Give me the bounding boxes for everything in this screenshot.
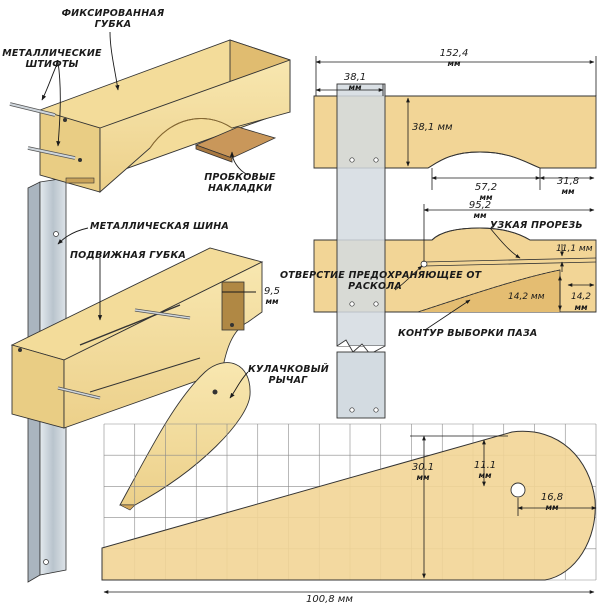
dim-38-1-width: 38,1 мм [330, 72, 380, 92]
plan-dimension-lines [315, 56, 597, 311]
label-cam-lever-line1: КУЛАЧКОВЫЙ [248, 364, 329, 375]
dim-31-8-unit: мм [561, 187, 575, 196]
label-cork-pads-line1: ПРОБКОВЫЕ [204, 172, 276, 183]
template-dimension-lines [103, 435, 597, 594]
cam-profile [101, 430, 596, 581]
dim-30-1: 30.1 мм [408, 462, 438, 482]
dim-11-1-hole-value: 11.1 [473, 460, 497, 471]
label-narrow-slot: УЗКАЯ ПРОРЕЗЬ [490, 220, 583, 231]
dim-57-2-unit: мм [479, 193, 493, 202]
dim-9-5: 9,5 мм [252, 286, 292, 306]
dim-9-5-value: 9,5 [264, 286, 280, 297]
label-cork-pads: ПРОБКОВЫЕ НАКЛАДКИ [200, 172, 280, 194]
movable-jaw-pins [57, 308, 191, 400]
dim-11-1-hole-unit: мм [478, 471, 492, 480]
dim-38-1-height: 38,1 мм [412, 122, 453, 133]
label-pins: МЕТАЛЛИЧЕСКИЕ ШТИФТЫ [2, 48, 102, 70]
label-fixed-jaw-line2: ГУБКА [94, 19, 132, 30]
label-cork-pads-line2: НАКЛАДКИ [207, 183, 273, 194]
dim-16-8-value: 16,8 [540, 492, 564, 503]
cork-pads-3d [194, 126, 277, 163]
dim-152-4-unit: мм [447, 59, 461, 68]
dim-38-1-width-value: 38,1 [343, 72, 367, 83]
dim-95-2: 95,2 мм [460, 200, 500, 220]
label-pins-line2: ШТИФТЫ [25, 59, 79, 70]
dim-14-2-width-value: 14,2 [570, 292, 592, 302]
dim-95-2-value: 95,2 [468, 200, 492, 211]
label-metal-bar: МЕТАЛЛИЧЕСКАЯ ШИНА [90, 221, 229, 232]
dim-14-2-width: 14,2 мм [566, 292, 596, 312]
cam-template-grid [101, 423, 597, 594]
metal-pins-3d [9, 102, 76, 160]
label-pins-line1: МЕТАЛЛИЧЕСКИЕ [2, 48, 102, 59]
dim-95-2-unit: мм [473, 211, 487, 220]
dim-100-8: 100,8 мм [306, 594, 353, 605]
dim-57-2: 57,2 мм [466, 182, 506, 202]
dim-14-2-height: 14,2 мм [508, 292, 545, 302]
dim-30-1-unit: мм [416, 473, 430, 482]
dim-11-1-slot: 11,1 мм [556, 244, 593, 254]
movable-jaw-3d [10, 247, 264, 429]
dim-31-8: 31,8 мм [548, 176, 588, 196]
dim-14-2-width-unit: мм [574, 303, 588, 312]
label-cam-lever: КУЛАЧКОВЫЙ РЫЧАГ [248, 364, 329, 386]
label-anti-split-hole-line1: ОТВЕРСТИЕ ПРЕДОХРАНЯЮЩЕЕ ОТ [280, 270, 482, 281]
plan-metal-strip [336, 83, 386, 419]
dim-57-2-value: 57,2 [474, 182, 498, 193]
dim-38-1-width-unit: мм [348, 83, 362, 92]
dim-152-4-value: 152,4 [439, 48, 469, 59]
dim-30-1-value: 30.1 [411, 462, 435, 473]
dim-11-1-hole: 11.1 мм [470, 460, 500, 480]
fixed-jaw-3d [39, 39, 291, 193]
label-movable-jaw: ПОДВИЖНАЯ ГУБКА [70, 250, 186, 261]
label-groove-outline: КОНТУР ВЫБОРКИ ПАЗА [398, 328, 538, 339]
dim-16-8: 16,8 мм [534, 492, 570, 512]
dim-31-8-value: 31,8 [556, 176, 580, 187]
label-anti-split-hole-line2: РАСКОЛА [348, 281, 402, 292]
cam-lever-3d [119, 362, 251, 511]
label-anti-split-hole: ОТВЕРСТИЕ ПРЕДОХРАНЯЮЩЕЕ ОТ РАСКОЛА [280, 270, 482, 292]
label-cam-lever-line2: РЫЧАГ [268, 375, 308, 386]
plan-leader-lines [394, 227, 521, 331]
dim-9-5-unit: мм [265, 297, 279, 306]
plan-view [313, 56, 597, 419]
dim-152-4: 152,4 мм [424, 48, 484, 68]
exploded-view [9, 31, 291, 583]
leader-lines-3d [41, 31, 256, 399]
cam-pivot-hole [510, 482, 526, 498]
dim-16-8-unit: мм [545, 503, 559, 512]
label-fixed-jaw: ФИКСИРОВАННАЯ ГУБКА [58, 8, 168, 30]
label-fixed-jaw-line1: ФИКСИРОВАННАЯ [61, 8, 165, 19]
